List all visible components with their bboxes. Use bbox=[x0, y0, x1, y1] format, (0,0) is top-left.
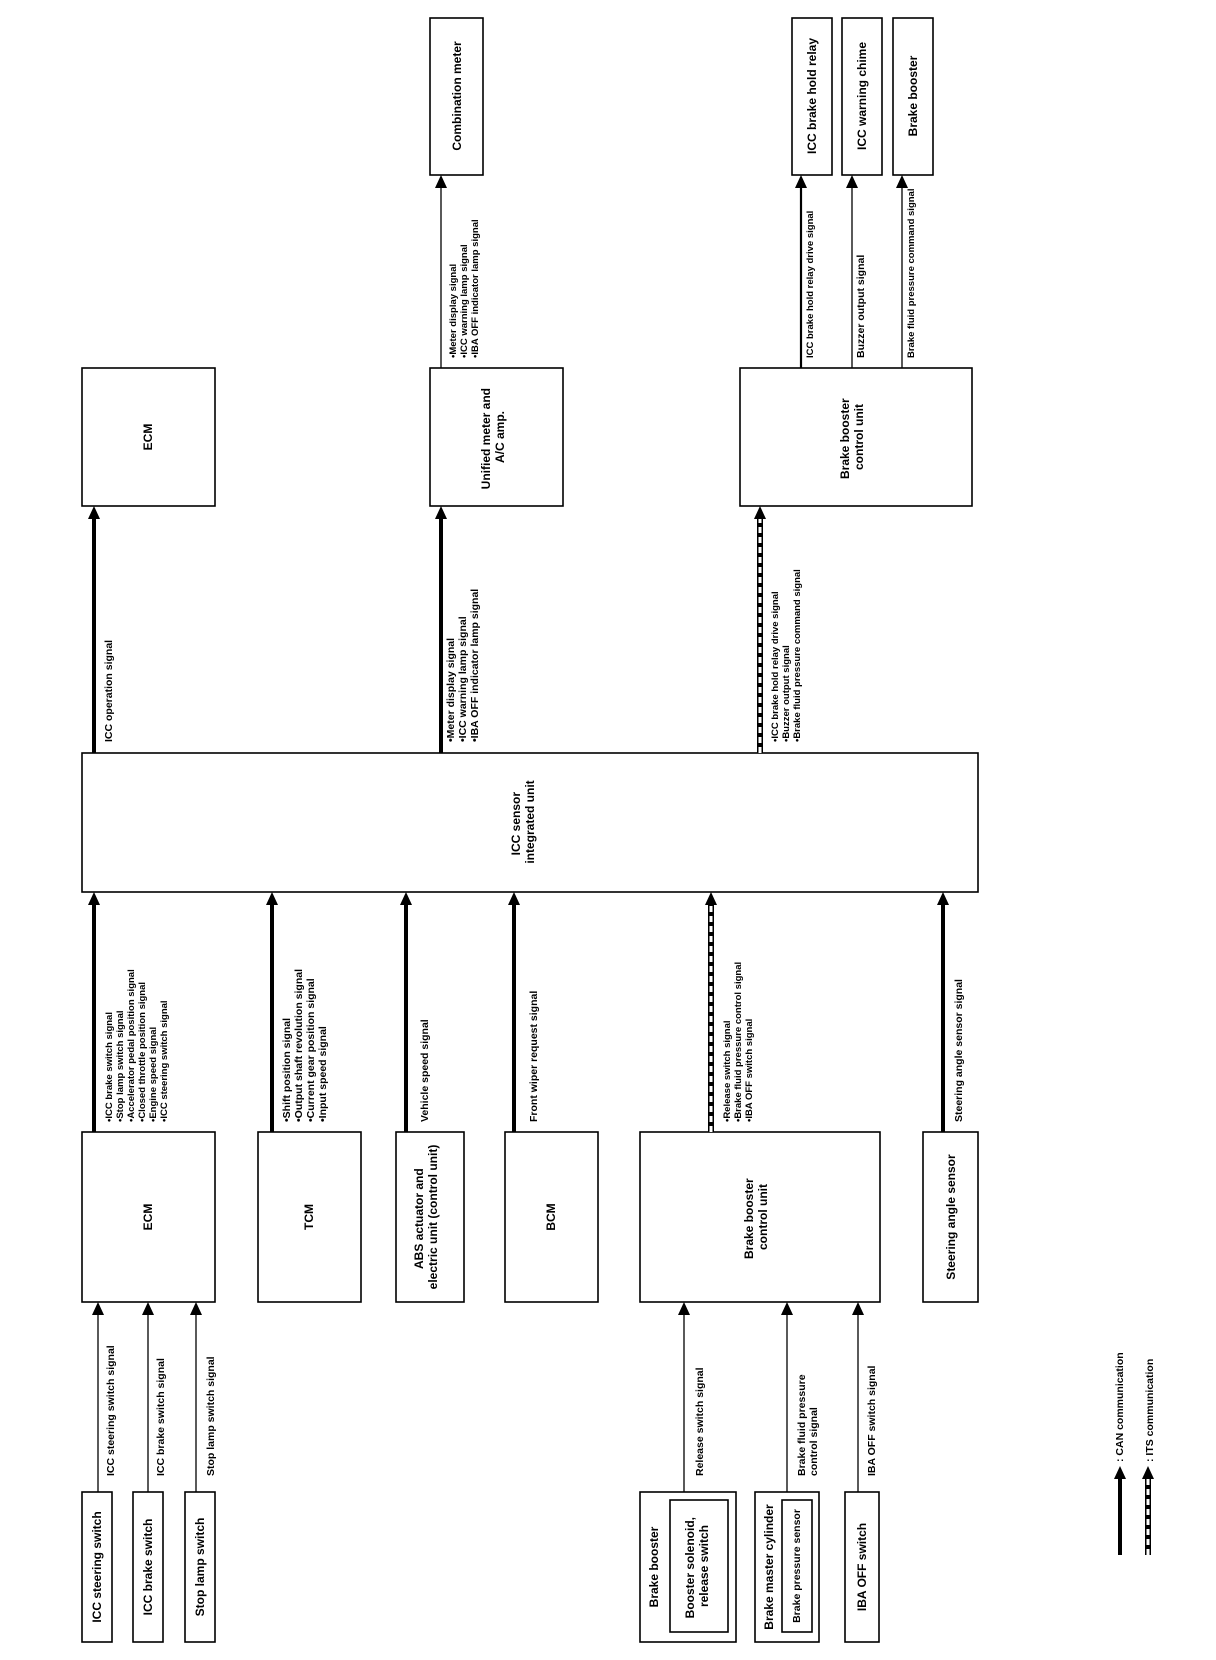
legend: : CAN communication : ITS communication bbox=[1114, 1352, 1156, 1555]
svg-text:Brake booster control un: Brake booster control unit bbox=[838, 395, 866, 479]
icc-sensor-integrated-unit: ICC sensor integrated unit bbox=[81, 752, 979, 893]
label-vehicle-speed-signal: Vehicle speed signal bbox=[419, 1019, 431, 1122]
wire-unified-meter-to-combination-meter bbox=[435, 175, 447, 368]
brake-booster-input-box: Brake booster Booster solenoid, release … bbox=[639, 1491, 737, 1643]
wire-icc-steering-switch-to-ecm bbox=[92, 1302, 104, 1492]
wire-brake-fluid-command bbox=[896, 175, 908, 368]
iba-off-switch-box: IBA OFF switch bbox=[844, 1491, 880, 1643]
icc-brake-switch-box: ICC brake switch bbox=[132, 1491, 164, 1643]
label-front-wiper-request-signal: Front wiper request signal bbox=[528, 991, 540, 1122]
label-bbcu-to-icc-signals: •Release switch signal •Brake fluid pres… bbox=[722, 959, 755, 1122]
label-icc-brake-switch-signal: ICC brake switch signal bbox=[155, 1358, 167, 1476]
svg-text:ICC brake switch: ICC brake switch bbox=[141, 1519, 155, 1616]
wire-buzzer-output bbox=[846, 175, 858, 368]
stop-lamp-switch-box: Stop lamp switch bbox=[184, 1491, 216, 1643]
svg-text:ICC warning chime: ICC warning chime bbox=[855, 42, 869, 150]
svg-text:Brake booster: Brake booster bbox=[647, 1526, 661, 1607]
brake-master-cylinder-box: Brake master cylinder Brake pressure sen… bbox=[754, 1491, 820, 1643]
ecm-input-box: ECM bbox=[81, 1131, 216, 1303]
svg-text:Unified meter and A/C am: Unified meter and A/C amp. bbox=[479, 385, 507, 490]
label-brake-fluid-command-signal: Brake fluid pressure command signal bbox=[906, 189, 917, 358]
legend-its-symbol bbox=[1142, 1466, 1154, 1555]
label-release-switch-signal: Release switch signal bbox=[694, 1367, 706, 1476]
svg-text:ICC sensor integrated un: ICC sensor integrated unit bbox=[509, 780, 537, 863]
brake-booster-output-box: Brake booster bbox=[892, 17, 934, 176]
svg-text:Stop lamp switch: Stop lamp switch bbox=[193, 1518, 207, 1617]
can-line-tcm-to-icc bbox=[266, 892, 278, 1132]
svg-text:ECM: ECM bbox=[141, 1204, 155, 1231]
label-brake-fluid-pressure-control-signal: Brake fluid pressure control signal bbox=[796, 1372, 820, 1476]
abs-actuator-box: ABS actuator and electric unit (control … bbox=[395, 1131, 465, 1303]
can-line-icc-to-unified-meter bbox=[435, 506, 447, 753]
svg-text:Brake booster control un: Brake booster control unit bbox=[742, 1175, 770, 1259]
wire-release-switch-to-bbcu bbox=[678, 1302, 690, 1492]
icc-steering-switch-box: ICC steering switch bbox=[81, 1491, 113, 1643]
steering-angle-sensor-box: Steering angle sensor bbox=[922, 1131, 979, 1303]
brake-booster-control-unit-output-box: Brake booster control unit bbox=[739, 367, 973, 507]
legend-can-symbol bbox=[1114, 1466, 1126, 1555]
label-icc-operation-signal: ICC operation signal bbox=[103, 640, 115, 742]
label-relay-drive-signal: ICC brake hold relay drive signal bbox=[805, 211, 816, 358]
wire-brake-pressure-to-bbcu bbox=[781, 1302, 793, 1492]
can-line-icc-to-ecm bbox=[88, 506, 100, 753]
tcm-box: TCM bbox=[257, 1131, 362, 1303]
wire-relay-drive bbox=[795, 175, 807, 368]
label-steering-angle-sensor-signal: Steering angle sensor signal bbox=[953, 979, 965, 1122]
booster-solenoid-release-switch-box: Booster solenoid, release switch bbox=[669, 1499, 729, 1633]
combination-meter-box: Combination meter bbox=[429, 17, 484, 176]
unified-meter-ac-amp-box: Unified meter and A/C amp. bbox=[429, 367, 564, 507]
wire-icc-brake-switch-to-ecm bbox=[142, 1302, 154, 1492]
label-ecm-to-icc-signals: •ICC brake switch signal •Stop lamp swit… bbox=[104, 967, 170, 1122]
label-iba-off-switch-signal: IBA OFF switch signal bbox=[866, 1365, 878, 1476]
svg-text:ICC steering switch: ICC steering switch bbox=[90, 1511, 104, 1622]
its-line-brake-booster-control-unit-to-icc bbox=[705, 892, 717, 1132]
label-tcm-to-icc-signals: •Shift position signal •Output shaft rev… bbox=[281, 966, 329, 1122]
svg-text:Brake booster: Brake booster bbox=[906, 55, 920, 136]
label-meter-signals-from-icc: •Meter display signal •ICC warning lamp … bbox=[445, 589, 481, 742]
brake-pressure-sensor-box: Brake pressure sensor bbox=[781, 1499, 813, 1633]
its-line-icc-to-brake-booster-control-unit bbox=[754, 506, 766, 753]
wire-iba-off-switch-to-bbcu bbox=[852, 1302, 864, 1492]
svg-text:Steering angle sensor: Steering angle sensor bbox=[944, 1154, 958, 1280]
wire-stop-lamp-switch-to-ecm bbox=[190, 1302, 202, 1492]
can-line-abs-to-icc bbox=[400, 892, 412, 1132]
label-meter-signals-to-combination-meter: •Meter display signal •ICC warning lamp … bbox=[448, 219, 481, 358]
svg-text:ICC brake hold relay: ICC brake hold relay bbox=[805, 38, 819, 154]
icc-brake-hold-relay-box: ICC brake hold relay bbox=[791, 17, 833, 176]
legend-its-label: : ITS communication bbox=[1144, 1359, 1156, 1462]
ecm-output-box: ECM bbox=[81, 367, 216, 507]
label-bbcu-signals-from-icc: •ICC brake hold relay drive signal •Buzz… bbox=[770, 569, 803, 742]
svg-text:Booster solenoid, rele: Booster solenoid, release switch bbox=[683, 1514, 711, 1619]
svg-text:TCM: TCM bbox=[302, 1204, 316, 1230]
svg-text:Brake pressure sensor: Brake pressure sensor bbox=[791, 1509, 803, 1623]
can-line-steering-angle-sensor-to-icc bbox=[937, 892, 949, 1132]
icc-warning-chime-box: ICC warning chime bbox=[841, 17, 883, 176]
label-stop-lamp-switch-signal: Stop lamp switch signal bbox=[205, 1356, 217, 1476]
legend-can-label: : CAN communication bbox=[1114, 1352, 1126, 1462]
brake-booster-control-unit-input-box: Brake booster control unit bbox=[639, 1131, 881, 1303]
svg-text:Combination meter: Combination meter bbox=[450, 41, 464, 151]
svg-text:BCM: BCM bbox=[544, 1203, 558, 1230]
can-line-ecm-to-icc bbox=[88, 892, 100, 1132]
svg-text:ECM: ECM bbox=[141, 424, 155, 451]
label-buzzer-output-signal: Buzzer output signal bbox=[855, 255, 867, 358]
can-line-bcm-to-icc bbox=[508, 892, 520, 1132]
svg-text:ABS actuator and electri: ABS actuator and electric unit (control … bbox=[412, 1145, 440, 1290]
svg-text:IBA OFF switch: IBA OFF switch bbox=[855, 1523, 869, 1611]
bcm-box: BCM bbox=[504, 1131, 599, 1303]
label-icc-steering-switch-signal: ICC steering switch signal bbox=[105, 1345, 117, 1476]
svg-text:Brake master cylinder: Brake master cylinder bbox=[762, 1504, 776, 1630]
